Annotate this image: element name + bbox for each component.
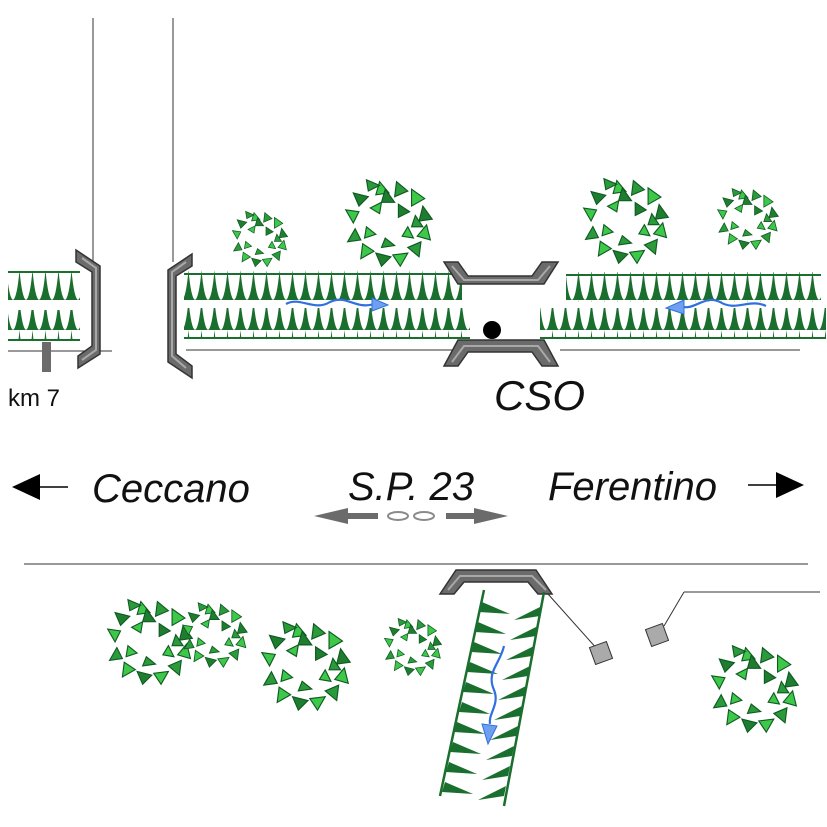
fence-post-marker [644,591,820,648]
bridge-bracket-icon [442,339,560,367]
shrub-cluster-icon [345,179,433,267]
west-town-label: Ceccano [92,467,250,511]
shrub-cluster-icon [182,602,248,668]
water-flow-arrow-icon [481,645,506,746]
road-direction-arrow-icon [314,508,508,524]
outfall-channel [438,589,546,807]
vegetation-strip [8,270,80,300]
vegetation-strip [566,272,821,302]
east-arrow-icon [748,472,804,498]
west-arrow-icon [12,474,68,500]
shrub-cluster-icon [711,645,799,733]
shrub-cluster-icon [261,621,351,711]
bridge-bracket-icon [75,248,101,370]
vegetation-strip [184,308,470,338]
bridge-bracket-icon [438,569,554,595]
water-flow-arrow-icon [664,298,767,315]
fence-post-marker [547,593,614,666]
shrub-cluster-icon [583,178,669,264]
shrub-cluster-icon [107,599,193,685]
km-label: km 7 [8,385,60,412]
shrub-cluster-icon [384,618,442,676]
shrub-cluster-icon [232,211,288,267]
cso-outlet-point [483,321,501,339]
water-flow-arrow-icon [285,297,390,312]
bridge-bracket-icon [167,252,193,380]
shrub-cluster-icon [717,188,779,250]
bridge-bracket-icon [442,261,560,285]
cso-label: CSO [494,372,585,419]
km-marker-post [42,342,51,372]
road-label: S.P. 23 [348,465,474,509]
east-town-label: Ferentino [548,465,717,509]
vegetation-strip [8,310,80,340]
